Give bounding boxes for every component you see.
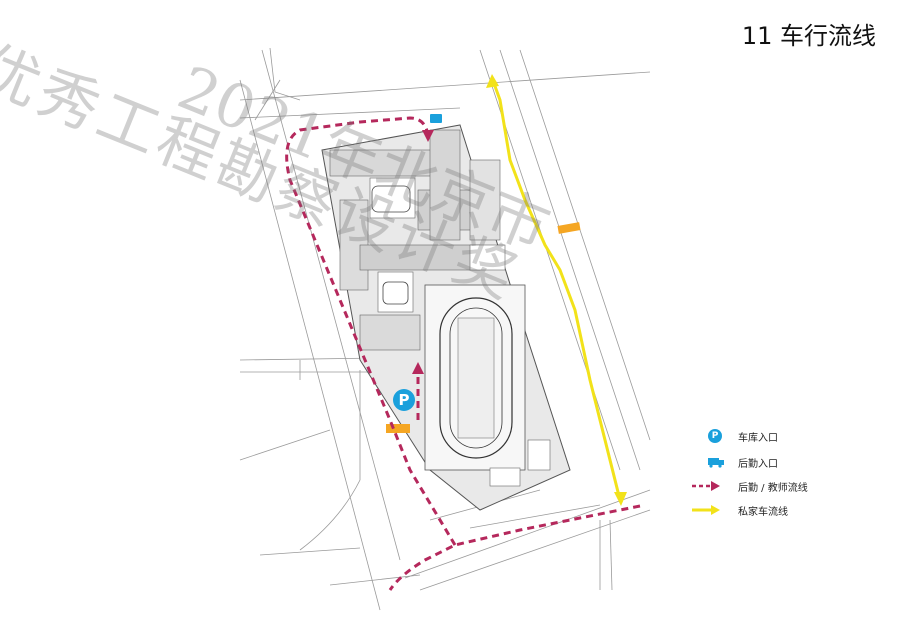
legend-label: 后勤 / 教师流线 xyxy=(738,482,808,494)
service-entrance-marker xyxy=(430,114,442,123)
private-route-arrowheads xyxy=(486,74,627,506)
private-car-route xyxy=(490,77,622,501)
parking-icon: P xyxy=(708,429,722,443)
legend-label: 私家车流线 xyxy=(738,506,788,518)
dashed-arrow-icon xyxy=(692,481,720,491)
legend-label: 车库入口 xyxy=(738,432,778,444)
legend-label: 后勤入口 xyxy=(738,458,778,470)
service-teacher-route xyxy=(285,116,641,591)
service-route-arrowheads xyxy=(412,130,434,374)
parking-entrance-marker: P xyxy=(393,389,415,411)
school-building-complex xyxy=(321,124,571,511)
yellow-arrow-icon xyxy=(692,505,720,515)
page-title: 11 车行流线 xyxy=(741,22,876,50)
service-truck-icon xyxy=(708,458,724,468)
road-label-markers xyxy=(386,222,581,433)
